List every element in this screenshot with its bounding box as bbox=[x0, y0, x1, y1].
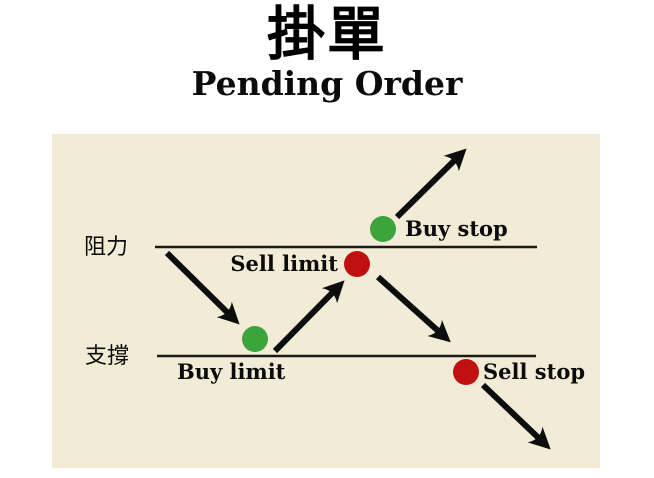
page-title-chinese: 掛單 bbox=[266, 0, 387, 68]
pending-order-diagram: 阻力 支撐 Buy stop Sell limit Buy limit Sell… bbox=[52, 134, 600, 468]
diagram-panel: 阻力 支撐 Buy stop Sell limit Buy limit Sell… bbox=[52, 134, 600, 468]
support-label: 支撐 bbox=[85, 344, 129, 369]
buy-limit-dot bbox=[242, 326, 268, 352]
buy-stop-label: Buy stop bbox=[405, 216, 508, 241]
sell-limit-dot bbox=[344, 251, 370, 277]
page-title-english: Pending Order bbox=[191, 64, 463, 103]
resistance-label: 阻力 bbox=[84, 235, 128, 260]
sell-stop-dot bbox=[453, 359, 479, 385]
arrow-down-to-buy-limit bbox=[164, 250, 240, 325]
arrow-up-to-sell-limit bbox=[272, 280, 345, 354]
arrow-down-to-support bbox=[375, 274, 451, 343]
buy-stop-dot bbox=[370, 216, 396, 242]
arrow-down-from-sell-stop bbox=[480, 382, 551, 450]
buy-limit-label: Buy limit bbox=[177, 359, 286, 384]
sell-limit-label: Sell limit bbox=[230, 251, 338, 276]
sell-stop-label: Sell stop bbox=[483, 359, 585, 384]
header: 掛單 Pending Order bbox=[0, 0, 654, 102]
arrow-up-from-buy-stop bbox=[394, 148, 467, 220]
